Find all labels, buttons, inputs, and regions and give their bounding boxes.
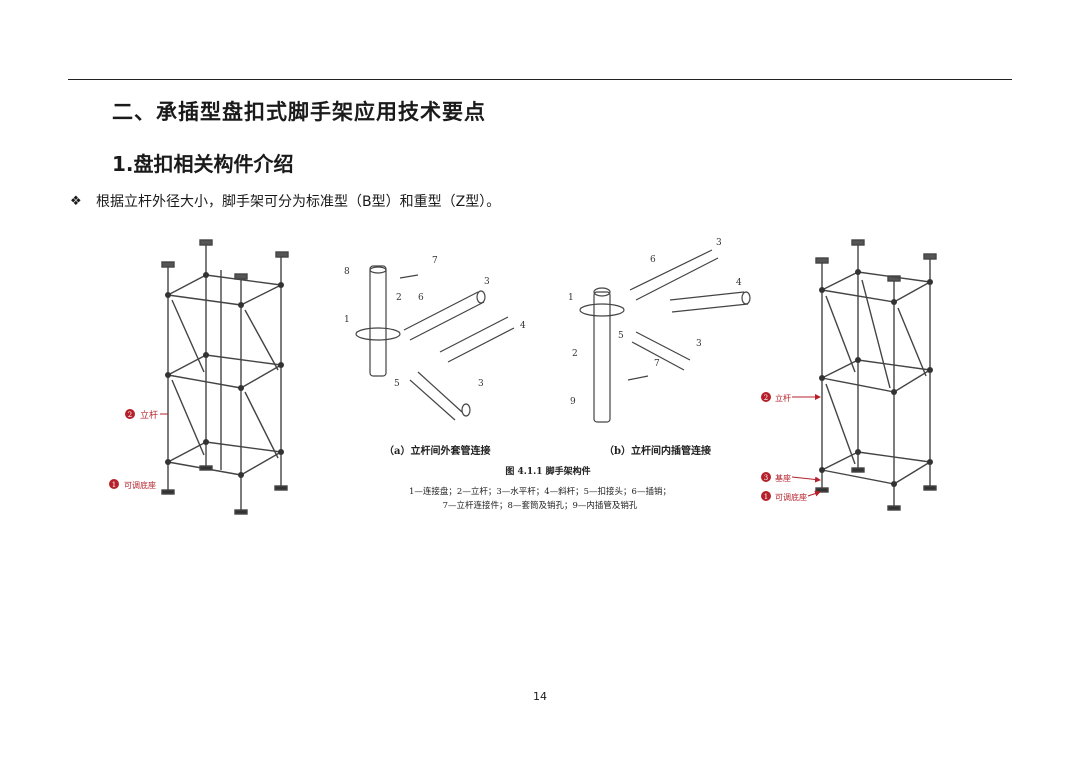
right-label-base: 3 基座 (761, 472, 821, 483)
left-scaffold-drawing (161, 239, 289, 515)
section-title: 二、承插型盘扣式脚手架应用技术要点 (112, 99, 486, 124)
bullet-paragraph: ❖ 根据立杆外径大小，脚手架可分为标准型（B型）和重型（Z型）。 (70, 191, 500, 211)
page-number: 14 (533, 690, 547, 703)
svg-text:5: 5 (394, 379, 400, 389)
caption-part-b: （b）立杆间内插管连接 (604, 444, 711, 457)
svg-text:7: 7 (432, 256, 438, 266)
svg-text:4: 4 (520, 321, 526, 331)
svg-text:立杆: 立杆 (775, 393, 791, 403)
svg-text:3: 3 (484, 277, 490, 287)
legend-line-2: 7—立杆连接件；8—套筒及销孔；9—内插管及销孔 (443, 500, 638, 511)
caption-part-a: （a）立杆间外套管连接 (384, 444, 490, 457)
svg-text:3: 3 (696, 339, 702, 349)
svg-text:3: 3 (478, 379, 484, 389)
svg-text:2: 2 (572, 349, 578, 359)
svg-text:基座: 基座 (775, 473, 791, 483)
svg-text:1: 1 (764, 493, 768, 501)
svg-text:1: 1 (344, 315, 350, 325)
left-label-adjustable-base: 1 可调底座 (109, 479, 156, 490)
svg-text:4: 4 (736, 278, 742, 288)
svg-text:立杆: 立杆 (140, 409, 158, 421)
svg-text:2: 2 (128, 411, 132, 419)
right-label-pole: 2 立杆 (761, 392, 821, 403)
svg-text:3: 3 (764, 474, 768, 482)
svg-text:2: 2 (764, 394, 768, 402)
subsection-title: 1.盘扣相关构件介绍 (112, 152, 294, 176)
header-rule (68, 79, 1012, 80)
center-captions: （a）立杆间外套管连接 （b）立杆间内插管连接 图 4.1.1 脚手架构件 1—… (384, 444, 711, 511)
svg-text:2: 2 (396, 293, 402, 303)
legend-line-1: 1—连接盘；2—立杆；3—水平杆；4—斜杆；5—扣接头；6—插销； (409, 486, 671, 497)
right-scaffold-drawing (815, 239, 937, 511)
center-part-b-numbers: 3 6 4 1 5 3 2 7 9 (568, 238, 742, 407)
center-part-a-numbers: 8 7 3 2 6 1 4 5 3 (344, 256, 526, 389)
bullet-text: 根据立杆外径大小，脚手架可分为标准型（B型）和重型（Z型）。 (96, 194, 501, 210)
svg-text:9: 9 (570, 397, 576, 407)
diamond-dots-bullet-icon: ❖ (70, 193, 82, 209)
svg-text:1: 1 (568, 293, 574, 303)
svg-text:可调底座: 可调底座 (775, 492, 807, 502)
right-label-adjustable-base: 1 可调底座 (761, 490, 821, 502)
svg-text:6: 6 (650, 255, 656, 265)
svg-text:8: 8 (344, 267, 350, 277)
left-label-pole: 2 立杆 (125, 409, 168, 421)
center-part-b-drawing (579, 249, 751, 423)
figure-title: 图 4.1.1 脚手架构件 (505, 465, 590, 477)
center-part-a-drawing (355, 265, 515, 421)
svg-text:5: 5 (618, 331, 624, 341)
svg-text:3: 3 (716, 238, 722, 248)
svg-text:1: 1 (112, 481, 116, 489)
svg-text:可调底座: 可调底座 (124, 480, 156, 490)
svg-text:6: 6 (418, 293, 424, 303)
svg-text:7: 7 (654, 359, 660, 369)
